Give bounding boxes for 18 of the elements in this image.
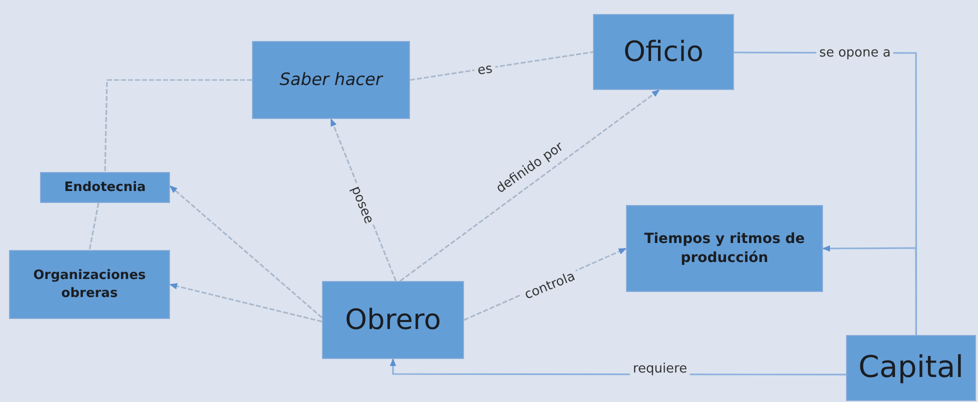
concept-box bbox=[322, 281, 464, 359]
connector-arrow bbox=[169, 185, 323, 318]
concept-box bbox=[252, 41, 410, 119]
concept-box bbox=[626, 205, 823, 292]
connector-arrow bbox=[400, 89, 660, 282]
node-label: Oficio bbox=[622, 34, 704, 70]
node-label: Saber hacer bbox=[278, 68, 384, 92]
node-label: Organizaciones obreras bbox=[32, 266, 147, 302]
concept-box bbox=[846, 335, 976, 401]
concept-box bbox=[40, 172, 170, 203]
node-label: Tiempos y ritmos de producción bbox=[643, 230, 806, 268]
concept-box bbox=[9, 250, 170, 319]
node-label: Endotecnia bbox=[63, 178, 147, 196]
connector-arrow bbox=[169, 283, 322, 322]
node-label: Obrero bbox=[344, 302, 442, 338]
concept-box bbox=[593, 14, 734, 90]
node-label: Capital bbox=[857, 348, 965, 387]
edge-label: requiere bbox=[630, 362, 690, 376]
